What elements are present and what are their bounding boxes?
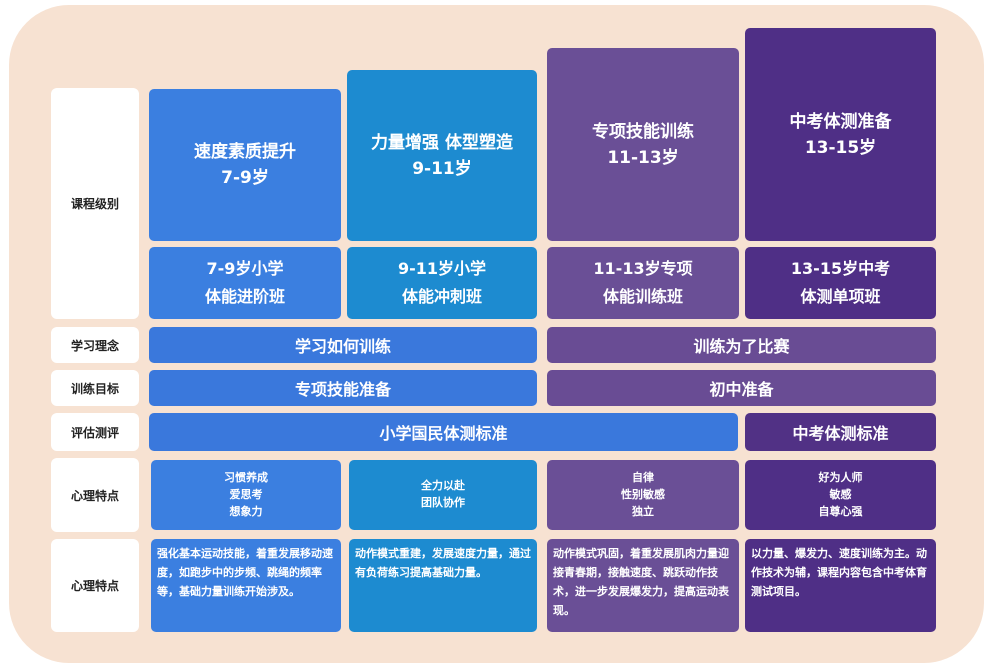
level-age: 7-9岁 (221, 168, 269, 188)
level-age: 11-13岁 (607, 147, 679, 168)
desc-card-4: 以力量、爆发力、速度训练为主。动作技术为辅，课程内容包含中考体育测试项目。 (745, 539, 936, 632)
trait-item: 想象力 (229, 504, 263, 518)
level-title: 力量增强 体型塑造 (371, 132, 513, 153)
philosophy-bar-primary: 学习如何训练 (149, 327, 537, 363)
label-course-level: 课程级别 (51, 88, 139, 319)
level-title: 专项技能训练 (592, 121, 694, 142)
philosophy-bar-secondary: 训练为了比赛 (547, 327, 936, 363)
trait-card-3: 自律 性别敏感 独立 (547, 460, 739, 530)
trait-item: 全力以赴 (421, 479, 465, 492)
class-card-2: 9-11岁小学 体能冲刺班 (347, 247, 537, 319)
label-training-goal: 训练目标 (51, 370, 139, 406)
class-card-3: 11-13岁专项 体能训练班 (547, 247, 739, 319)
class-name-line2: 体能进阶班 (204, 287, 285, 306)
label-psych-traits-2: 心理特点 (51, 539, 139, 632)
trait-card-2: 全力以赴 团队协作 (349, 460, 537, 530)
trait-item: 习惯养成 (224, 470, 268, 484)
level-age: 13-15岁 (804, 137, 877, 158)
level-card-4: 中考体测准备 13-15岁 (745, 28, 936, 241)
trait-item: 敏感 (829, 487, 852, 501)
level-title: 中考体测准备 (789, 111, 892, 132)
desc-card-3: 动作模式巩固，着重发展肌肉力量迎接青春期，接触速度、跳跃动作技术，进一步发展爆发… (547, 539, 739, 632)
trait-item: 团队协作 (421, 496, 465, 509)
level-card-1: 速度素质提升 7-9岁 (149, 89, 341, 241)
class-name-line2: 体能训练班 (602, 287, 683, 306)
level-card-2: 力量增强 体型塑造 9-11岁 (347, 70, 537, 241)
class-card-1: 7-9岁小学 体能进阶班 (149, 247, 341, 319)
class-name-line2: 体能冲刺班 (401, 287, 482, 306)
level-card-3: 专项技能训练 11-13岁 (547, 48, 739, 241)
trait-item: 爱思考 (229, 487, 263, 501)
goal-bar-secondary: 初中准备 (547, 370, 936, 406)
class-name-line1: 7-9岁小学 (206, 259, 284, 278)
class-name-line2: 体测单项班 (800, 287, 881, 306)
class-name-line1: 13-15岁中考 (790, 259, 891, 278)
class-card-4: 13-15岁中考 体测单项班 (745, 247, 936, 319)
assessment-bar-secondary: 中考体测标准 (745, 413, 936, 451)
trait-item: 好为人师 (818, 470, 863, 484)
trait-card-4: 好为人师 敏感 自尊心强 (745, 460, 936, 530)
class-name-line1: 9-11岁小学 (397, 259, 487, 278)
level-title: 速度素质提升 (194, 142, 296, 162)
assessment-bar-primary: 小学国民体测标准 (149, 413, 738, 451)
class-name-line1: 11-13岁专项 (593, 259, 693, 278)
trait-item: 自律 (632, 470, 654, 484)
trait-item: 独立 (632, 504, 654, 518)
trait-item: 自尊心强 (818, 504, 863, 518)
level-age: 9-11岁 (412, 158, 472, 179)
desc-card-2: 动作模式重建，发展速度力量，通过有负荷练习提高基础力量。 (349, 539, 537, 632)
trait-item: 性别敏感 (621, 487, 665, 501)
desc-card-1: 强化基本运动技能，着重发展移动速度，如跑步中的步频、跳绳的频率等，基础力量训练开… (151, 539, 341, 632)
label-assessment: 评估测评 (51, 413, 139, 451)
label-psych-traits: 心理特点 (51, 458, 139, 532)
label-learning-philosophy: 学习理念 (51, 327, 139, 363)
trait-card-1: 习惯养成 爱思考 想象力 (151, 460, 341, 530)
goal-bar-primary: 专项技能准备 (149, 370, 537, 406)
